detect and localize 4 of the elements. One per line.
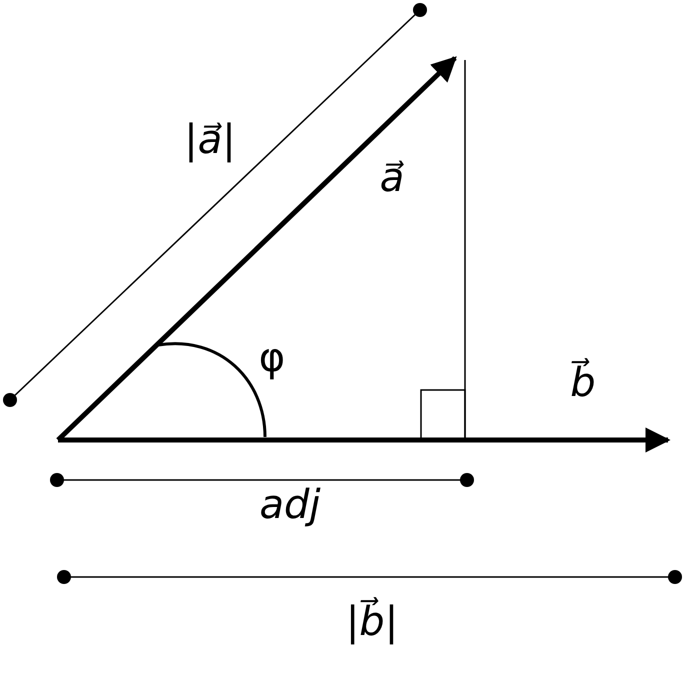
vector-label: a⃗ [380, 156, 404, 200]
angle-label: φ [258, 336, 286, 380]
magnitude-label: |a⃗| [184, 118, 236, 162]
length-label: adj [260, 483, 320, 527]
